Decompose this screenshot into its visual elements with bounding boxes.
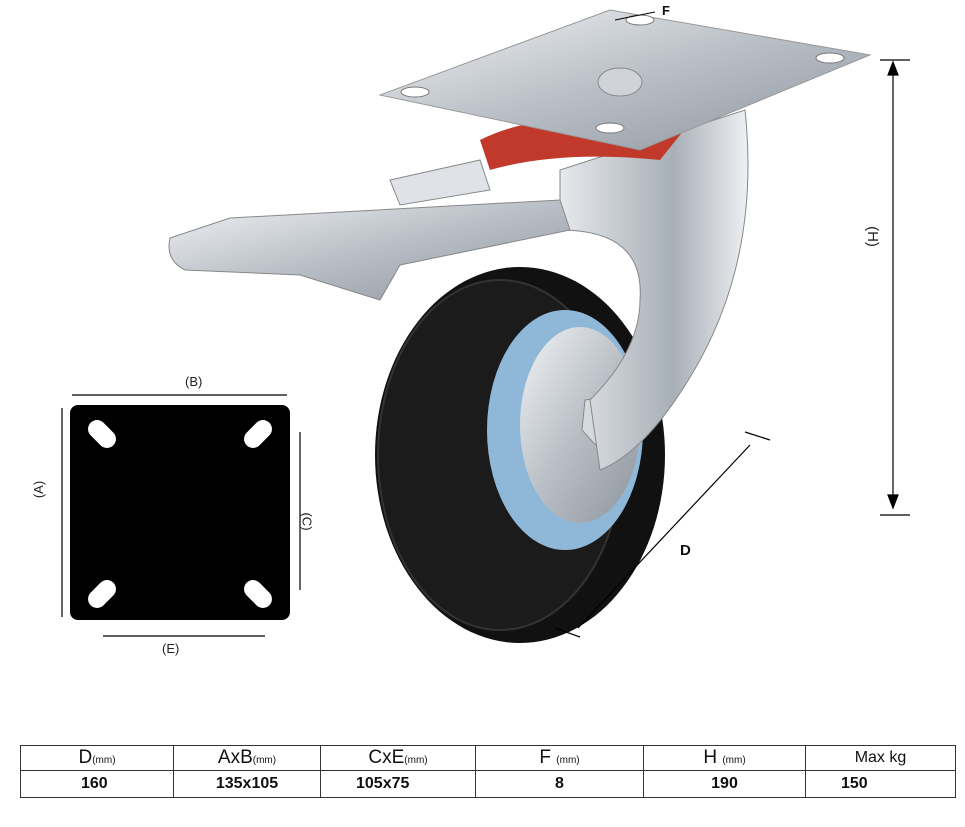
caster-illustration xyxy=(61,9,910,643)
label-a: (A) xyxy=(31,480,47,499)
header-cxe: CxE(mm) xyxy=(320,745,476,771)
label-f: F xyxy=(662,3,670,18)
value-d: 160 xyxy=(20,770,174,798)
fork xyxy=(559,109,749,471)
value-axb: 135x105 xyxy=(173,770,321,798)
label-e: (E) xyxy=(162,641,180,656)
brake-pedal xyxy=(168,199,571,301)
label-b: (B) xyxy=(185,374,203,389)
header-max-kg: Max kg xyxy=(805,745,956,771)
header-axb: AxB(mm) xyxy=(173,745,321,771)
table-row: 160 135x105 105x75 8 190 150 xyxy=(20,770,956,798)
header-d: D(mm) xyxy=(20,745,174,771)
mounting-plate-diagram xyxy=(61,394,301,637)
spec-table: D(mm) AxB(mm) CxE(mm) F (mm) H (mm) Max … xyxy=(20,745,956,798)
table-header-row: D(mm) AxB(mm) CxE(mm) F (mm) H (mm) Max … xyxy=(20,745,956,771)
label-h: (H) xyxy=(863,226,881,247)
value-cxe: 105x75 xyxy=(320,770,476,798)
label-c: (C) xyxy=(299,512,315,531)
value-h: 190 xyxy=(643,770,806,798)
value-f: 8 xyxy=(475,770,644,798)
height-dimension xyxy=(880,59,910,516)
value-max-kg: 150 xyxy=(805,770,956,798)
f-dimension xyxy=(614,11,656,21)
header-h: H (mm) xyxy=(643,745,806,771)
wheel xyxy=(375,267,665,643)
diameter-dimension xyxy=(554,431,771,638)
label-d: D xyxy=(680,542,691,559)
header-f: F (mm) xyxy=(475,745,644,771)
